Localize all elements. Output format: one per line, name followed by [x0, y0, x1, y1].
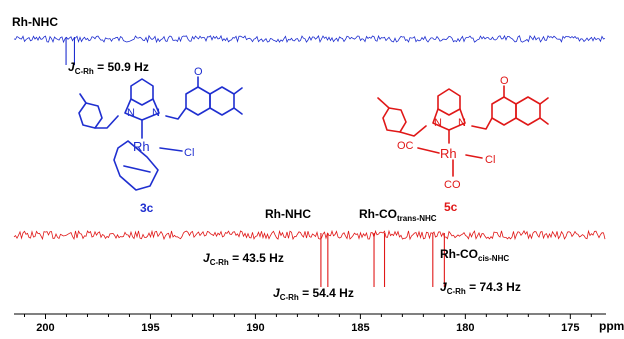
ligand-oc-5c: OC [397, 140, 414, 152]
structure-5c [377, 85, 549, 177]
x-axis-ticks: 200 195 190 185 180 175 [23, 314, 592, 334]
benzyl-arm-5c [399, 125, 427, 137]
peak-label-rh-co-cis: Rh-COcis-NHC [440, 247, 509, 263]
atom-rh-5c: Rh [440, 146, 457, 161]
coumarin-methyl-b-5c [539, 117, 549, 125]
rh-cl-bond-3c [159, 147, 183, 152]
tolyl-methyl-3c [79, 93, 87, 104]
structure-5c-labels: N N Rh Cl OC CO O 5c [397, 75, 509, 214]
coumarin-ring-b-3c [209, 86, 235, 116]
structure-3c [78, 76, 243, 191]
peak-label-rh-nhc-blue: Rh-NHC [12, 15, 58, 29]
x-tick-label: 190 [246, 322, 264, 334]
coumarin-linker-3c [165, 107, 187, 120]
atom-cl-3c: Cl [184, 147, 194, 159]
tolyl-ring-5c [382, 107, 407, 133]
benzimidazole-ring-5c [437, 88, 461, 116]
atom-n2-5c: N [458, 117, 466, 129]
cod-ligand-3c [113, 140, 159, 191]
x-axis: 200 195 190 185 180 175 ppm [14, 313, 624, 334]
j-coupling-label-red-2: JC-Rh = 54.4 Hz [273, 286, 354, 302]
coumarin-methyl-a-3c [233, 87, 243, 95]
red-spectrum [13, 229, 606, 241]
compound-label-5c: 5c [444, 200, 458, 214]
structure-3c-labels: N N Rh Cl O 3c [127, 66, 203, 215]
benzyl-arm-3c [94, 115, 119, 129]
j-coupling-label-red-3: JC-Rh = 74.3 Hz [440, 280, 521, 296]
atom-rh-3c: Rh [133, 139, 150, 154]
x-tick-label: 200 [36, 322, 54, 334]
atom-o-5c: O [500, 75, 509, 87]
blue-spectrum [13, 34, 606, 44]
x-tick-label: 185 [351, 322, 369, 334]
compound-label-3c: 3c [140, 201, 154, 215]
coumarin-methyl-a-5c [539, 97, 549, 105]
peak-label-rh-co-trans: Rh-COtrans-NHC [359, 207, 437, 223]
rh-co-bond-a-5c [417, 147, 440, 154]
atom-n1-3c: N [127, 107, 135, 119]
j-coupling-label-blue: JC-Rh = 50.9 Hz [68, 60, 149, 76]
peak-lines [65, 37, 445, 287]
x-tick-label: 180 [456, 322, 474, 334]
coumarin-ring-a-3c [185, 86, 211, 116]
atom-n1-5c: N [434, 117, 442, 129]
cod-bridge-3c [123, 165, 151, 173]
atom-cl-5c: Cl [485, 154, 495, 166]
atom-n2-3c: N [152, 107, 160, 119]
coumarin-ring-a-5c [491, 96, 517, 126]
blue-spectrum-trace [13, 34, 606, 44]
coumarin-linker-5c [471, 117, 493, 130]
x-tick-label: 175 [561, 322, 579, 334]
x-tick-label: 195 [141, 322, 159, 334]
j-coupling-label-red-1: JC-Rh = 43.5 Hz [203, 251, 284, 267]
coumarin-ring-b-5c [515, 96, 541, 126]
atom-o-3c: O [194, 66, 203, 78]
rh-cl-bond-5c [465, 154, 483, 159]
ligand-co-5c: CO [444, 179, 461, 191]
peak-label-rh-nhc-red: Rh-NHC [265, 207, 311, 221]
red-spectrum-trace [13, 229, 606, 241]
coumarin-methyl-b-3c [233, 107, 243, 115]
x-axis-label: ppm [599, 319, 624, 333]
tolyl-methyl-5c [377, 97, 390, 109]
benzimidazole-ring-3c [130, 78, 154, 106]
tolyl-ring-3c [78, 102, 103, 129]
